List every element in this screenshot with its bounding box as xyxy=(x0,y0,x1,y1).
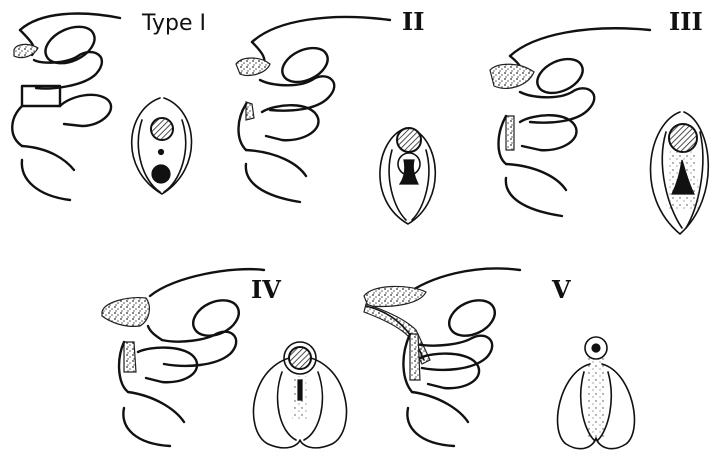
oral-view-iv xyxy=(254,342,347,448)
panel-type-ii: II xyxy=(236,7,435,224)
panel-label-type-iv: IV xyxy=(251,275,281,304)
oral-view-i xyxy=(132,98,192,194)
panel-type-iv: IV xyxy=(102,269,346,448)
sagittal-section-v xyxy=(364,268,520,446)
sagittal-section-ii xyxy=(236,17,390,202)
oral-view-iii xyxy=(651,112,709,234)
sagittal-section-iii xyxy=(490,28,650,216)
panel-label-type-v: V xyxy=(551,275,571,304)
panel-label-type-iii: III xyxy=(669,7,703,36)
sagittal-section-iv xyxy=(102,269,264,446)
panel-label-type-ii: II xyxy=(402,7,424,36)
panel-label-type-i: Type I xyxy=(141,11,206,36)
panel-type-i: Type I xyxy=(12,11,206,200)
panel-type-v: V xyxy=(364,268,634,448)
oral-view-v xyxy=(558,337,635,449)
panel-type-iii: III xyxy=(490,7,708,234)
oral-view-ii xyxy=(380,128,435,224)
sagittal-section-i xyxy=(12,14,120,200)
